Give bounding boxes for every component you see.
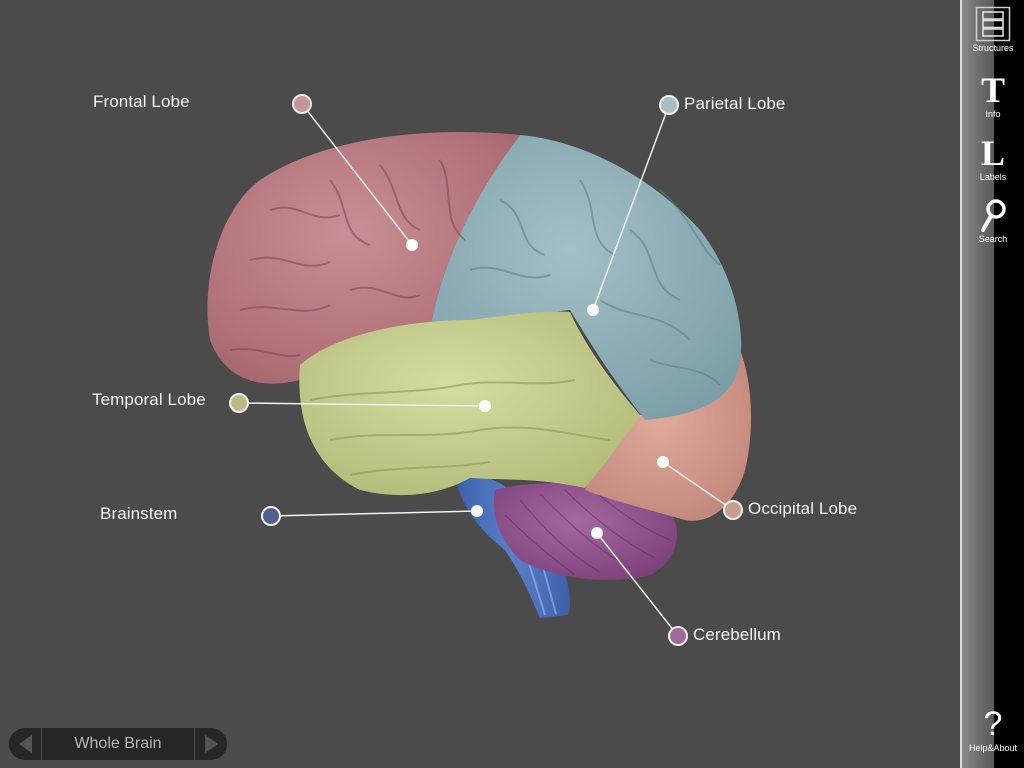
help-about-button[interactable]: ? Help&About bbox=[962, 706, 1024, 753]
search-icon bbox=[981, 199, 1006, 232]
structures-icon bbox=[975, 6, 1011, 42]
label-frontal-lobe[interactable]: Frontal Lobe bbox=[93, 92, 190, 111]
help-icon: ? bbox=[983, 705, 1003, 743]
parietal-marker[interactable] bbox=[659, 95, 679, 115]
search-label: Search bbox=[978, 234, 1008, 244]
temporal-marker[interactable] bbox=[229, 393, 249, 413]
label-temporal-lobe[interactable]: Temporal Lobe bbox=[92, 390, 206, 409]
brainstem-marker[interactable] bbox=[261, 506, 281, 526]
brain-3d-viewport[interactable]: Frontal Lobe Parietal Lobe Temporal Lobe… bbox=[0, 0, 960, 768]
sidebar-gradient bbox=[962, 0, 994, 768]
navigator-pill bbox=[9, 728, 227, 760]
temporal-lobe-region[interactable] bbox=[299, 311, 640, 496]
next-view-button[interactable] bbox=[194, 728, 227, 760]
current-view-title: Whole Brain bbox=[74, 735, 162, 752]
structures-button[interactable]: Structures bbox=[962, 6, 1024, 53]
info-icon: T bbox=[980, 70, 1005, 110]
triangle-right-icon bbox=[205, 735, 218, 753]
view-navigator: Whole Brain bbox=[9, 728, 227, 760]
callout-lines bbox=[238, 103, 734, 637]
label-parietal-lobe[interactable]: Parietal Lobe bbox=[684, 94, 786, 113]
labels-button[interactable]: L Labels bbox=[962, 135, 1024, 182]
label-brainstem[interactable]: Brainstem bbox=[100, 504, 178, 523]
info-label-text: Info bbox=[985, 109, 1001, 119]
structures-label: Structures bbox=[972, 43, 1014, 53]
help-about-label: Help&About bbox=[968, 743, 1018, 753]
tool-sidebar: Structures T Labels Info L Labels Search… bbox=[960, 0, 1024, 768]
occipital-marker[interactable] bbox=[723, 500, 743, 520]
parietal-lobe-region[interactable] bbox=[430, 135, 742, 420]
anchor-dots bbox=[406, 239, 669, 539]
labels-icon: L bbox=[980, 133, 1005, 173]
cerebellum-marker[interactable] bbox=[668, 626, 688, 646]
brain-model[interactable] bbox=[0, 0, 960, 768]
sidebar-edge bbox=[960, 0, 962, 768]
previous-view-button[interactable] bbox=[9, 728, 42, 760]
label-occipital-lobe[interactable]: Occipital Lobe bbox=[748, 499, 858, 518]
frontal-lobe-region[interactable] bbox=[207, 132, 520, 384]
labels-label: Labels bbox=[979, 172, 1007, 182]
triangle-left-icon bbox=[19, 735, 32, 753]
frontal-marker[interactable] bbox=[292, 94, 312, 114]
label-cerebellum[interactable]: Cerebellum bbox=[693, 625, 781, 644]
cerebellum-region[interactable] bbox=[493, 482, 677, 580]
search-button[interactable]: Search bbox=[962, 197, 1024, 244]
info-button[interactable]: T Labels Info bbox=[962, 72, 1024, 119]
